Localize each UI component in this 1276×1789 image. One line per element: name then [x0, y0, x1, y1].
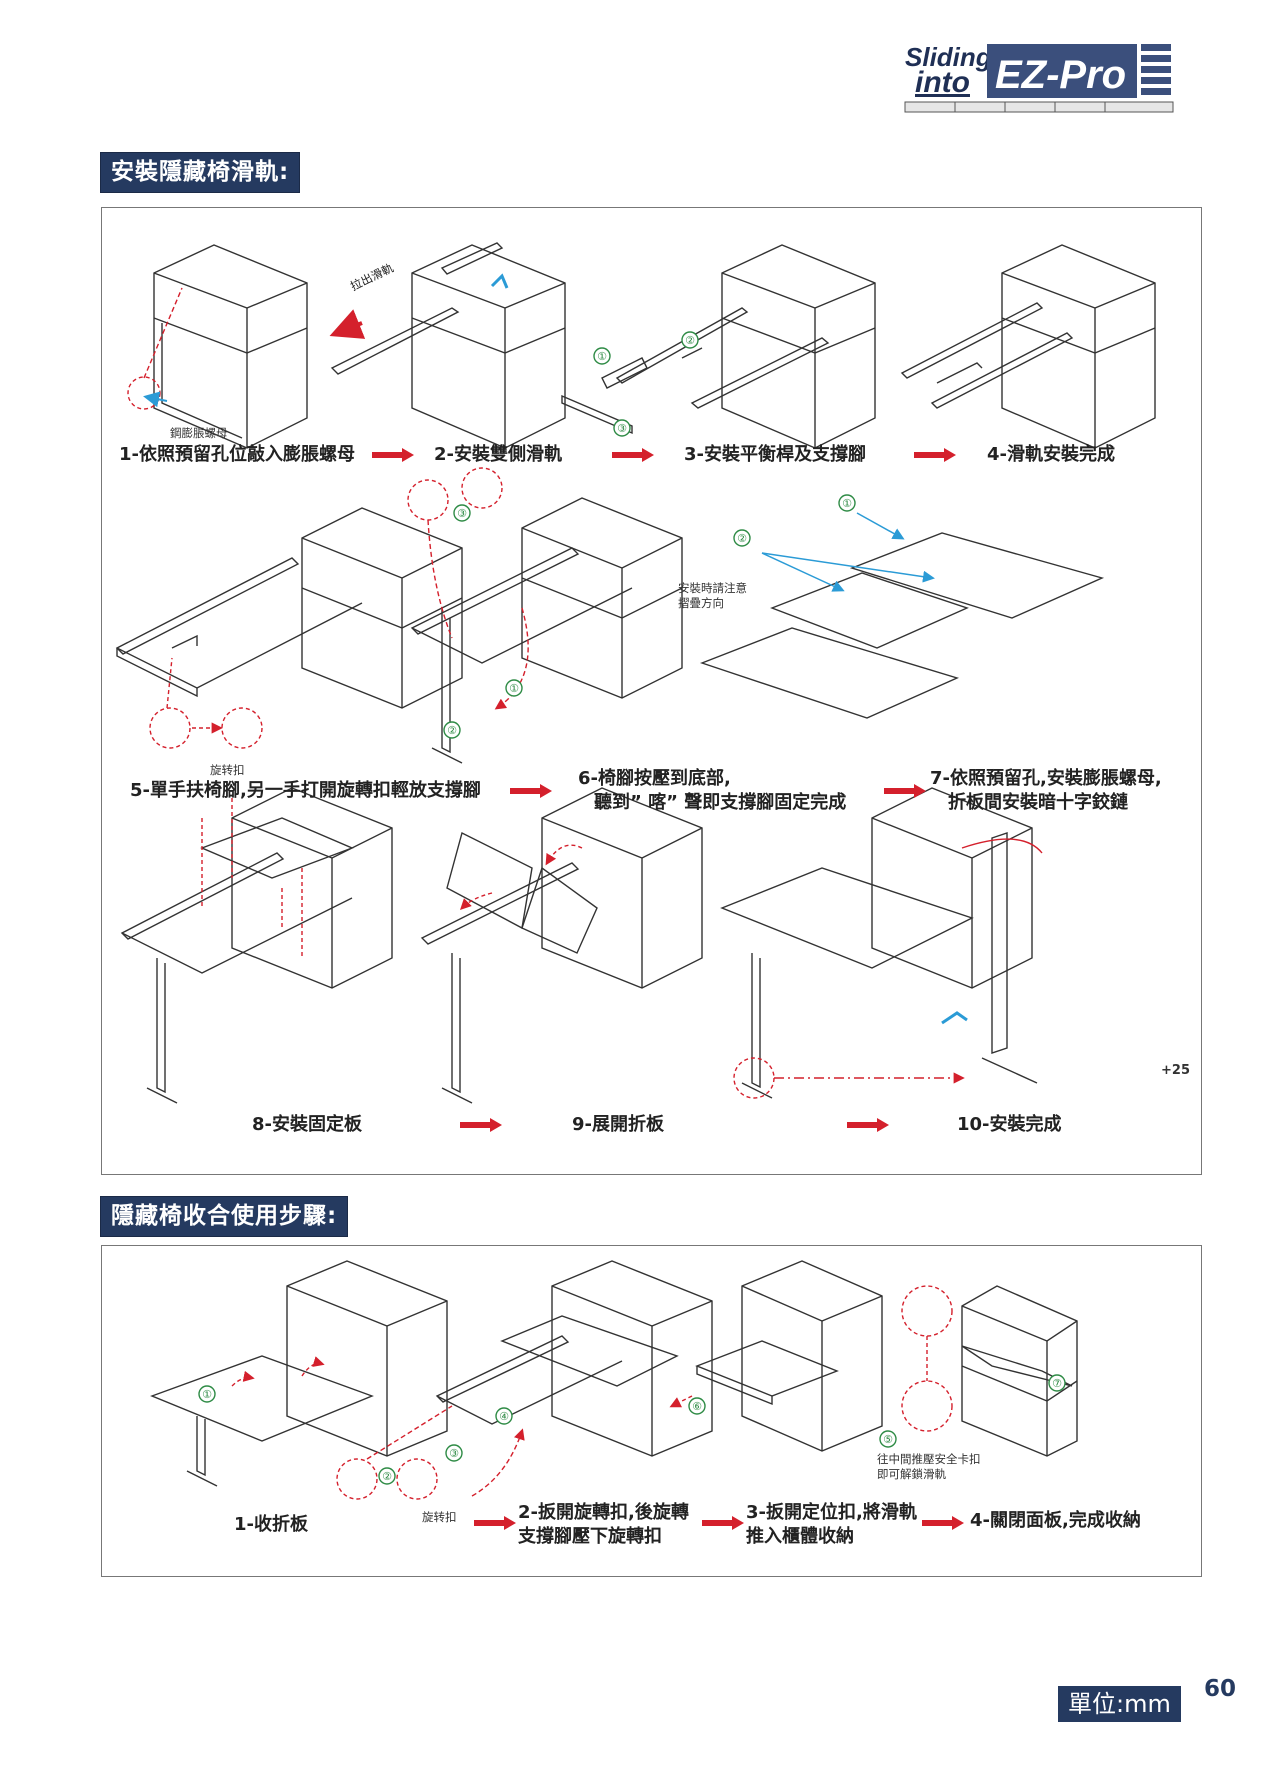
next-arrow: [612, 448, 654, 462]
step10-caption: 10-安裝完成: [957, 1114, 1062, 1135]
next-arrow: [510, 784, 552, 798]
step9-assembly: [420, 787, 703, 1104]
step1-note: 鋼膨脹螺母: [170, 426, 228, 440]
fold-step4-assembly: [961, 1285, 1078, 1457]
next-arrow: [474, 1516, 516, 1530]
unit-badge: 單位:mm: [1058, 1686, 1181, 1722]
step7-caption-line1: 7-依照預留孔,安裝膨脹螺母,: [930, 768, 1162, 789]
fold-step3-caption-line1: 3-扳開定位扣,將滑軌: [746, 1502, 917, 1523]
step7-marker-1: ①: [842, 497, 852, 510]
section-title-fold: 隱藏椅收合使用步驟:: [100, 1196, 349, 1237]
fold-step3-assembly: [695, 1260, 883, 1452]
step9-caption: 9-展開折板: [572, 1114, 664, 1135]
step6-marker-1: ①: [509, 682, 519, 695]
page-number: 60: [1204, 1676, 1237, 1702]
step6-assembly: [410, 497, 683, 764]
fold-step2-assembly: [435, 1260, 713, 1457]
next-arrow: [702, 1516, 744, 1530]
step3-marker-2: ②: [685, 334, 695, 347]
fold-step2-caption-line1: 2-扳開旋轉扣,後旋轉: [518, 1502, 689, 1523]
step2-caption: 2-安裝雙側滑軌: [434, 444, 562, 465]
fold-illustrations: ① ② ③ ④ ⑤ ⑥ ⑦: [150, 1260, 1078, 1500]
step7-markers: [733, 494, 856, 547]
step3-cabinet: [561, 244, 876, 449]
step7-note-1: 安裝時請注意: [678, 581, 747, 595]
logo-sliding-text: Sliding: [905, 42, 992, 72]
step7-panels: [699, 532, 1105, 719]
step5-assembly: [115, 507, 463, 709]
step5-caption: 5-單手扶椅腳,另一手打開旋轉扣輕放支撐腳: [130, 780, 481, 801]
brand-logo: Sliding into EZ-Pro: [895, 40, 1185, 116]
next-arrow: [847, 1118, 889, 1132]
step5-note: 旋转扣: [210, 763, 245, 777]
step8-caption: 8-安裝固定板: [252, 1114, 362, 1135]
fold-step1-caption: 1-收折板: [234, 1514, 308, 1535]
logo-brand-text: EZ-Pro: [995, 53, 1126, 97]
fold-marker-4: ④: [499, 1410, 509, 1423]
step3-marker-1: ①: [597, 350, 607, 363]
install-illustrations: ① ② ③ ① ② ③ ① ②: [115, 242, 1156, 1104]
step6-marker-2: ②: [447, 724, 457, 737]
step8-drop-lines: [201, 798, 303, 958]
logo-into-text: into: [915, 66, 970, 99]
fold-marker-2: ②: [382, 1470, 392, 1483]
fold-step4-caption: 4-關閉面板,完成收納: [970, 1510, 1141, 1531]
fold-marker-7: ⑦: [1052, 1377, 1062, 1390]
fold-step3-markers: [688, 1397, 897, 1448]
fold-step3-note-2: 即可解鎖滑軌: [877, 1467, 946, 1481]
step7-note-2: 摺疊方向: [678, 596, 724, 610]
next-arrow: [922, 1516, 964, 1530]
step4-caption: 4-滑軌安裝完成: [987, 444, 1115, 465]
step10-assembly: [720, 787, 1038, 1099]
fold-step2-markers: [378, 1407, 513, 1485]
fold-step2-caption-line2: 支撐腳壓下旋轉扣: [518, 1526, 662, 1547]
fold-steps-panel: ① ② ③ ④ ⑤ ⑥ ⑦ 旋转扣 往中間推壓安全卡扣 即可解鎖滑軌 1-收折板…: [101, 1245, 1202, 1577]
fold-marker-5: ⑤: [883, 1433, 893, 1446]
install-steps-panel: ① ② ③ ① ② ③ ① ② 鋼膨脹螺母 拉出滑軌 旋转扣 安裝時請注意 摺疊…: [101, 207, 1202, 1175]
step2-cabinet: [330, 242, 566, 449]
fold-marker-3: ③: [449, 1447, 459, 1460]
step3-marker-3: ③: [617, 422, 627, 435]
step7-caption-line2: 折板間安裝暗十字鉸鏈: [948, 792, 1128, 813]
step3-caption: 3-安裝平衡桿及支撐腳: [684, 444, 866, 465]
step7-marker-2: ②: [737, 532, 747, 545]
fold-step2-note: 旋转扣: [422, 1510, 457, 1524]
next-arrow: [372, 448, 414, 462]
step6-marker-3: ③: [457, 507, 467, 520]
step4-cabinet: [900, 244, 1156, 449]
fold-step3-caption-line2: 推入櫃體收納: [746, 1526, 854, 1547]
step1-cabinet: [153, 244, 308, 449]
step1-caption: 1-依照預留孔位敲入膨脹螺母: [119, 444, 355, 465]
next-arrow: [460, 1118, 502, 1132]
step6-markers: [443, 504, 523, 739]
step3-markers: [593, 331, 699, 437]
next-arrow: [914, 448, 956, 462]
step6-caption-line1: 6-椅腳按壓到底部,: [578, 768, 731, 789]
step6-caption-line2: 聽到” 喀” 聲即支撐腳固定完成: [594, 792, 847, 813]
fold-step1-assembly: [150, 1260, 448, 1487]
next-arrow: [884, 784, 926, 798]
step10-note: +25: [1161, 1063, 1190, 1078]
fold-marker-6: ⑥: [692, 1400, 702, 1413]
fold-step3-note-1: 往中間推壓安全卡扣: [877, 1452, 981, 1466]
step8-assembly: [120, 787, 393, 1104]
fold-marker-1: ①: [202, 1388, 212, 1401]
section-title-install: 安裝隱藏椅滑軌:: [100, 152, 301, 193]
